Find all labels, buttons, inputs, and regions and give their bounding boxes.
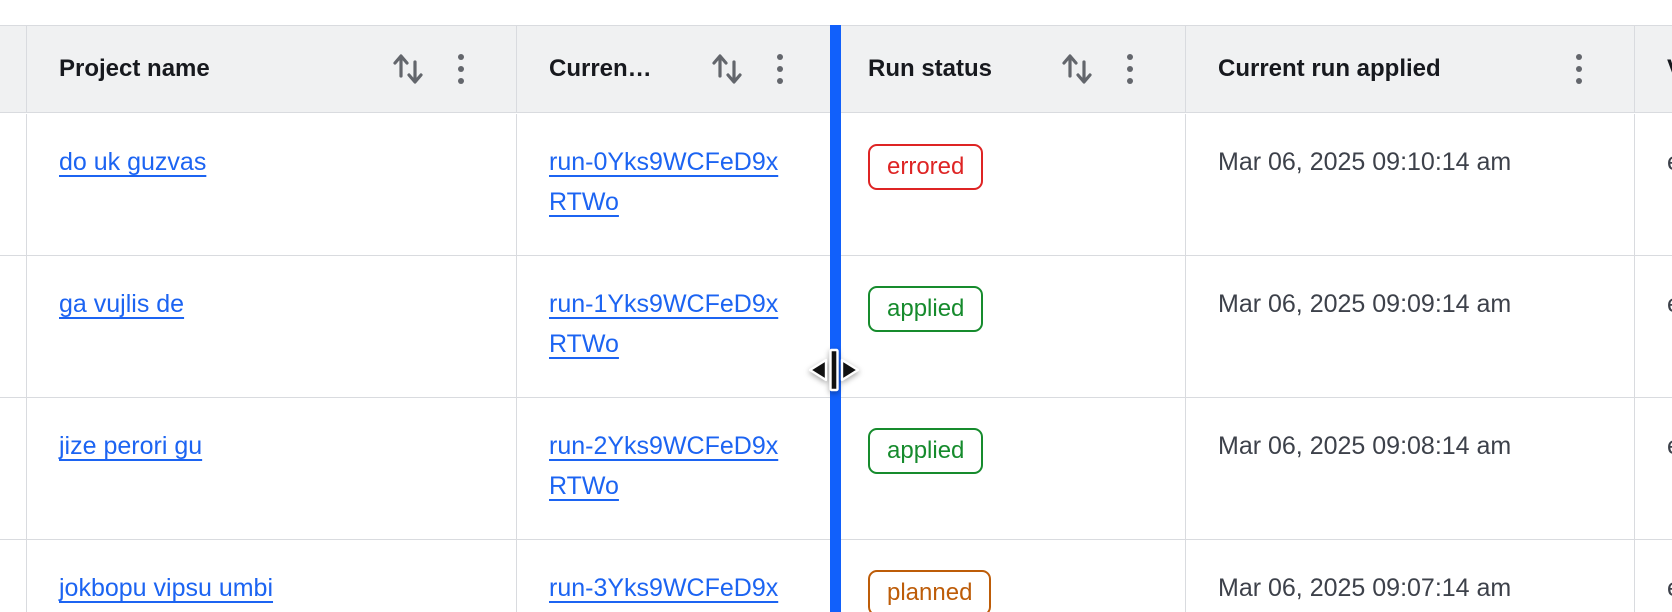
sort-arrows-icon[interactable]: [709, 50, 745, 88]
status-badge: applied: [868, 428, 984, 474]
kebab-menu-icon[interactable]: [1125, 50, 1135, 88]
status-badge: errored: [868, 144, 984, 190]
run-status-cell: applied: [836, 398, 1186, 539]
leading-cell: [0, 540, 27, 612]
header-cell-clipped[interactable]: V: [1635, 26, 1672, 112]
header-icons: [1574, 50, 1584, 88]
timestamp: Mar 06, 2025 09:08:14 am: [1218, 432, 1512, 460]
header-cell-project-name[interactable]: Project name: [27, 26, 517, 112]
current-run-applied-cell: Mar 06, 2025 09:07:14 am: [1186, 540, 1635, 612]
status-badge: applied: [868, 286, 984, 332]
project-link[interactable]: ga vujlis de: [59, 290, 185, 318]
current-run-applied-cell: Mar 06, 2025 09:10:14 am: [1186, 114, 1635, 255]
current-run-cell: run-1Yks9WCFeD9xRTWo: [517, 256, 836, 397]
leading-cell: [0, 114, 27, 255]
header-icons: [1059, 50, 1135, 88]
current-run-cell: run-3Yks9WCFeD9xRTWo: [517, 540, 836, 612]
timestamp: Mar 06, 2025 09:07:14 am: [1218, 574, 1512, 602]
kebab-menu-icon[interactable]: [456, 50, 466, 88]
column-label: Run status: [868, 55, 993, 82]
run-link[interactable]: run-3Yks9WCFeD9xRTWo: [549, 574, 779, 602]
header-cell-current-run[interactable]: Curren…: [517, 26, 836, 112]
run-link[interactable]: run-1Yks9WCFeD9xRTWo: [549, 290, 779, 358]
run-link[interactable]: run-2Yks9WCFeD9xRTWo: [549, 432, 779, 500]
clipped-text: e: [1667, 148, 1672, 176]
sort-arrows-icon[interactable]: [390, 50, 426, 88]
project-link[interactable]: jize perori gu: [59, 432, 203, 460]
run-status-cell: errored: [836, 114, 1186, 255]
kebab-menu-icon[interactable]: [775, 50, 785, 88]
project-name-cell: do uk guzvas: [27, 114, 517, 255]
sort-arrows-icon[interactable]: [1059, 50, 1095, 88]
clipped-cell: e: [1635, 256, 1672, 397]
current-run-applied-cell: Mar 06, 2025 09:09:14 am: [1186, 256, 1635, 397]
timestamp: Mar 06, 2025 09:10:14 am: [1218, 148, 1512, 176]
table-header-row: Project name Curren… Run status: [0, 25, 1672, 113]
table-row: jize perori gu run-2Yks9WCFeD9xRTWo appl…: [0, 398, 1672, 540]
run-status-cell: applied: [836, 256, 1186, 397]
column-label: Current run applied: [1218, 55, 1441, 82]
clipped-text: e: [1667, 574, 1672, 602]
table-body: do uk guzvas run-0Yks9WCFeD9xRTWo errore…: [0, 114, 1672, 612]
header-cell-leading: [0, 26, 27, 112]
clipped-cell: e: [1635, 114, 1672, 255]
run-status-cell: planned: [836, 540, 1186, 612]
leading-cell: [0, 256, 27, 397]
clipped-cell: e: [1635, 540, 1672, 612]
column-label: Project name: [59, 55, 210, 82]
clipped-text: e: [1667, 290, 1672, 318]
clipped-cell: e: [1635, 398, 1672, 539]
project-link[interactable]: do uk guzvas: [59, 148, 207, 176]
current-run-cell: run-0Yks9WCFeD9xRTWo: [517, 114, 836, 255]
clipped-text: e: [1667, 432, 1672, 460]
header-cell-current-run-applied[interactable]: Current run applied: [1186, 26, 1635, 112]
column-resize-line[interactable]: [830, 25, 841, 612]
timestamp: Mar 06, 2025 09:09:14 am: [1218, 290, 1512, 318]
run-link[interactable]: run-0Yks9WCFeD9xRTWo: [549, 148, 779, 216]
project-link[interactable]: jokbopu vipsu umbi: [59, 574, 274, 602]
kebab-menu-icon[interactable]: [1574, 50, 1584, 88]
column-resize-cursor-icon: [808, 348, 860, 392]
current-run-applied-cell: Mar 06, 2025 09:08:14 am: [1186, 398, 1635, 539]
column-label: V: [1667, 55, 1672, 83]
status-badge: planned: [868, 570, 992, 612]
column-label: Curren…: [549, 55, 652, 82]
header-icons: [390, 50, 466, 88]
current-run-cell: run-2Yks9WCFeD9xRTWo: [517, 398, 836, 539]
leading-cell: [0, 398, 27, 539]
project-name-cell: ga vujlis de: [27, 256, 517, 397]
header-icons: [709, 50, 785, 88]
project-name-cell: jokbopu vipsu umbi: [27, 540, 517, 612]
project-name-cell: jize perori gu: [27, 398, 517, 539]
table-row: jokbopu vipsu umbi run-3Yks9WCFeD9xRTWo …: [0, 540, 1672, 612]
header-cell-run-status[interactable]: Run status: [836, 26, 1186, 112]
